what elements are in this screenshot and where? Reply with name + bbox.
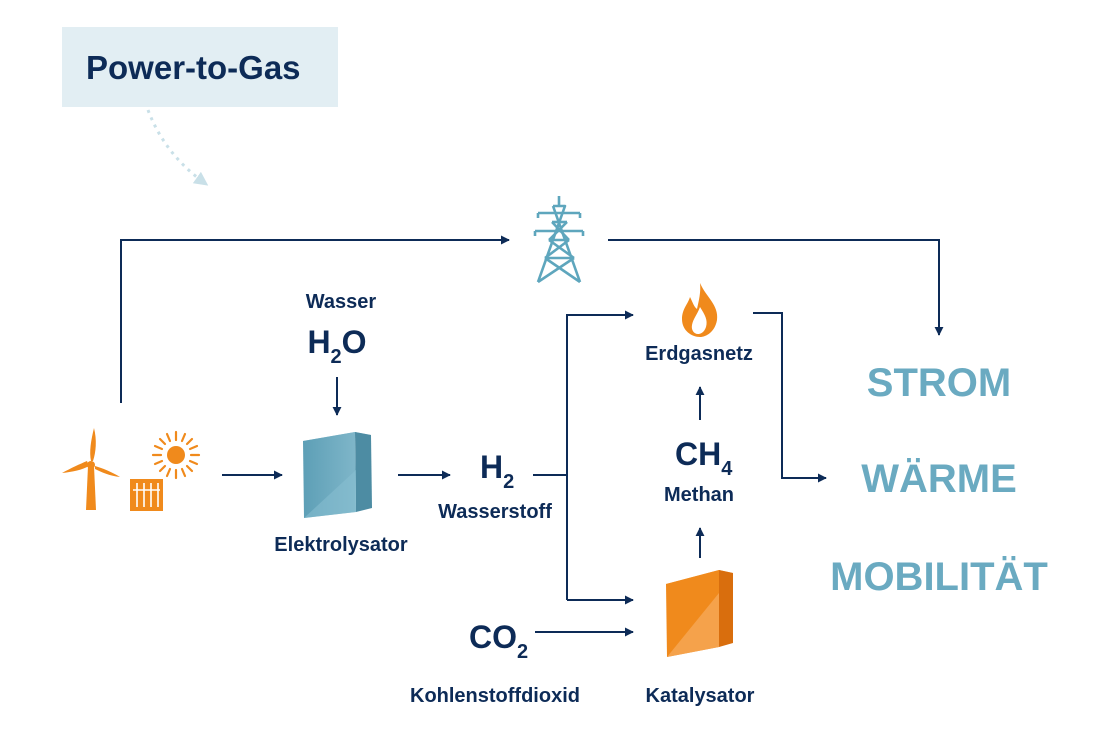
arrow-renewables-to-grid: [120, 235, 510, 403]
arrow-hydrogen-to-gas-grid: [566, 310, 634, 600]
hydrogen-label: Wasserstoff: [438, 501, 552, 523]
output-strom: STROM: [867, 361, 1011, 405]
page-title: Power-to-Gas: [86, 49, 301, 86]
electrolyzer-label: Elektrolysator: [274, 534, 408, 556]
title-pointer-arrow: [146, 109, 209, 186]
flame-icon: [682, 283, 718, 337]
gas-grid-label: Erdgasnetz: [645, 343, 753, 365]
wind-turbine-icon: [62, 428, 120, 510]
catalyst-label: Katalysator: [646, 685, 755, 707]
solar-panel-icon: [130, 479, 163, 511]
arrow-gas-grid-to-outputs: [753, 312, 827, 483]
arrow-grid-to-outputs: [608, 239, 944, 336]
power-pylon-icon: [533, 196, 585, 284]
water-formula: H2O: [307, 324, 366, 368]
methane-formula: CH4: [675, 436, 733, 480]
output-waerme: WÄRME: [861, 457, 1017, 501]
output-mobilitaet: MOBILITÄT: [830, 555, 1048, 599]
connectors: [120, 235, 944, 637]
water-label: Wasser: [306, 291, 377, 313]
sun-icon: [151, 430, 201, 480]
title-box: Power-to-Gas: [62, 27, 338, 107]
electrolyzer-icon: [303, 432, 372, 518]
co2-label: Kohlenstoffdioxid: [410, 685, 580, 707]
title-box-background: [62, 27, 338, 107]
catalyst-icon: [666, 570, 733, 657]
co2-formula: CO2: [469, 619, 528, 663]
methane-label: Methan: [664, 484, 734, 506]
hydrogen-formula: H2: [480, 449, 514, 493]
